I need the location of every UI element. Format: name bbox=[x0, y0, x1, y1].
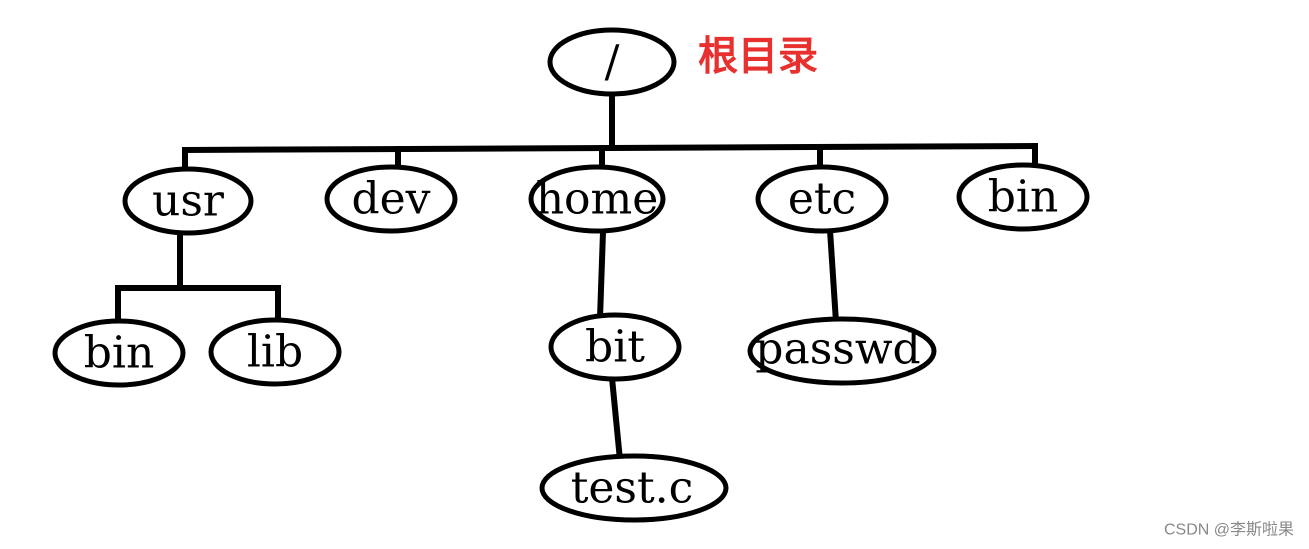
tree-node-etc: etc bbox=[755, 164, 889, 234]
node-label-home: home bbox=[536, 174, 659, 225]
root-annotation: 根目录 bbox=[698, 33, 818, 80]
edge-bit-to-test bbox=[608, 374, 624, 464]
node-ellipse bbox=[747, 316, 937, 386]
tree-node-usr: usr bbox=[122, 166, 254, 236]
node-ellipse bbox=[547, 27, 677, 97]
tree-node-usr-lib: lib bbox=[208, 317, 342, 387]
tree-connectors bbox=[115, 89, 1039, 464]
node-label-passwd: passwd bbox=[755, 324, 920, 375]
node-label-usr-bin: bin bbox=[84, 328, 155, 379]
tree-node-bit: bit bbox=[548, 312, 682, 382]
tree-node-usr-bin: bin bbox=[52, 318, 186, 388]
node-ellipse bbox=[956, 162, 1090, 232]
watermark-text: CSDN @李斯啦果 bbox=[1164, 521, 1294, 539]
node-label-usr: usr bbox=[152, 176, 225, 227]
node-ellipse bbox=[528, 164, 666, 234]
node-ellipse bbox=[755, 164, 889, 234]
node-label-bin: bin bbox=[988, 172, 1059, 223]
edge-level1-bus bbox=[181, 142, 1039, 154]
tree-node-home: home bbox=[528, 164, 666, 234]
edge-home-to-bit bbox=[596, 228, 607, 322]
node-ellipse bbox=[539, 453, 729, 523]
edge-etc-to-passwd bbox=[826, 226, 840, 326]
tree-node-root: / bbox=[547, 27, 677, 97]
node-label-usr-lib: lib bbox=[247, 327, 303, 378]
node-ellipse bbox=[548, 312, 682, 382]
node-label-dev: dev bbox=[351, 174, 430, 225]
node-label-etc: etc bbox=[788, 174, 856, 225]
tree-node-bin: bin bbox=[956, 162, 1090, 232]
tree-node-test-c: test.c bbox=[539, 453, 729, 523]
node-label-root: / bbox=[605, 37, 620, 88]
tree-node-dev: dev bbox=[324, 164, 458, 234]
tree-node-passwd: passwd bbox=[747, 316, 937, 386]
node-label-bit: bit bbox=[585, 322, 645, 373]
node-ellipse bbox=[122, 166, 254, 236]
node-label-test-c: test.c bbox=[571, 463, 694, 514]
node-ellipse bbox=[208, 317, 342, 387]
node-ellipse bbox=[324, 164, 458, 234]
node-ellipse bbox=[52, 318, 186, 388]
